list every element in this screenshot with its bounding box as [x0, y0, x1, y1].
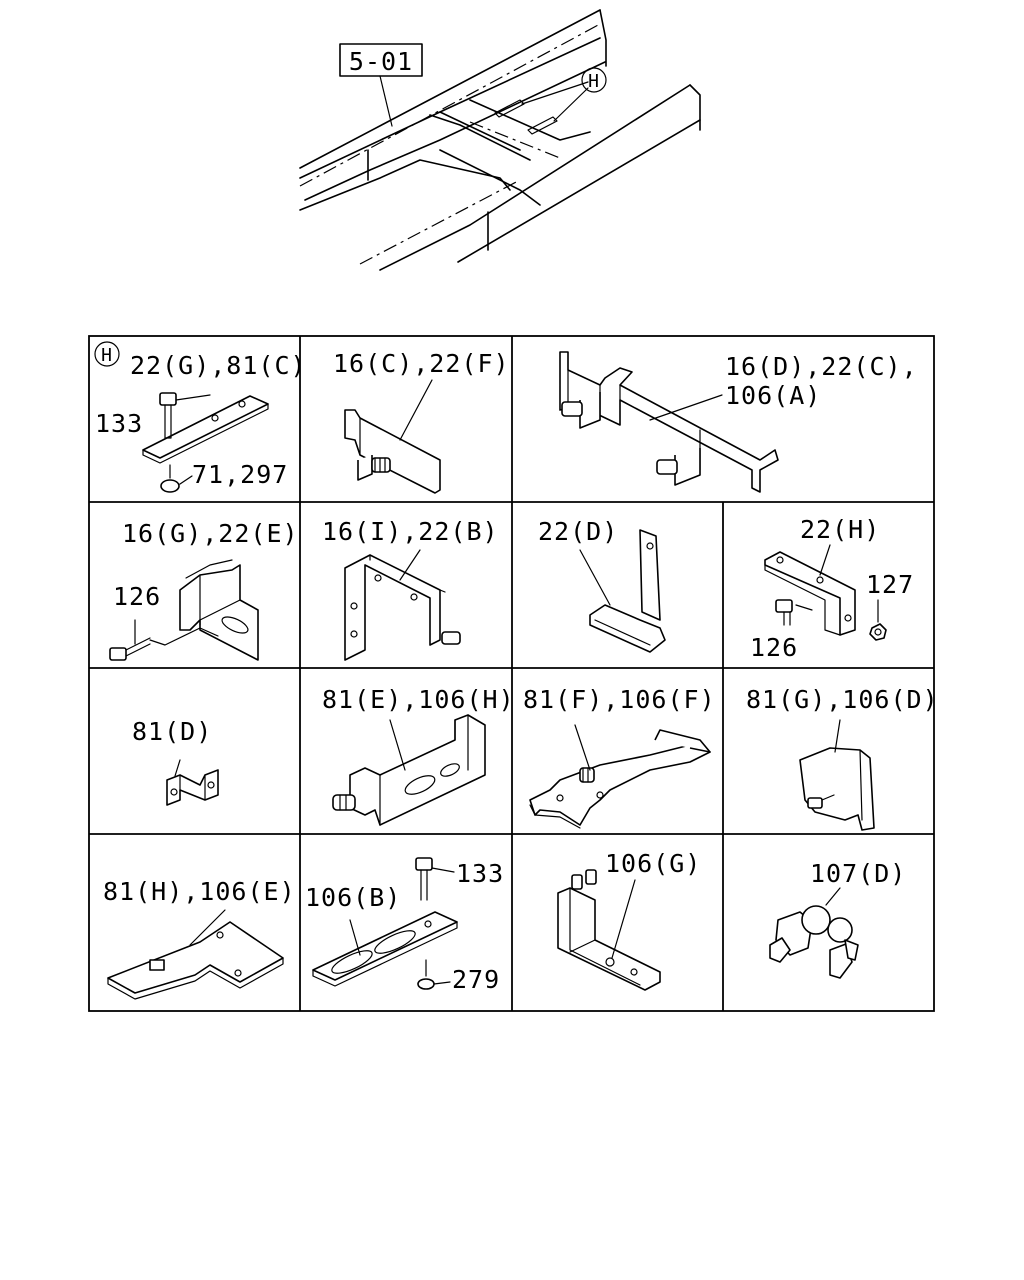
cell-81e-106h: 81(E),106(H)	[322, 685, 515, 826]
label-81h-106e: 81(H),106(E)	[103, 877, 296, 906]
label-22d: 22(D)	[538, 517, 618, 546]
label-133-b: 133	[456, 859, 504, 888]
cell-81g-106d: 81(G),106(D)	[746, 685, 939, 831]
cell-16d-22c-106a: 16(D),22(C), 106(A)	[559, 351, 918, 493]
overview-ref-label: 5-01	[349, 47, 413, 76]
label-279: 279	[452, 965, 500, 994]
cell-106g: 106(G)	[557, 849, 701, 991]
label-81d: 81(D)	[132, 717, 212, 746]
overview-marker-h: H	[588, 71, 600, 92]
label-16d-22c: 16(D),22(C),	[725, 352, 918, 381]
label-22h: 22(H)	[800, 515, 880, 544]
cell-22g-81c: H 22(G),81(C) 133 71,297	[94, 341, 307, 493]
cell-16i-22b: 16(I),22(B)	[322, 517, 499, 661]
label-81f-106f: 81(F),106(F)	[523, 685, 716, 714]
cell-16c-22f: 16(C),22(F)	[333, 349, 510, 494]
cell-22h: 22(H) 127 126	[750, 515, 914, 662]
label-126-a: 126	[113, 582, 161, 611]
label-22g-81c: 22(G),81(C)	[130, 351, 307, 380]
cell-106b: 106(B) 133 279	[305, 857, 504, 994]
label-16c-22f: 16(C),22(F)	[333, 349, 510, 378]
label-81e-106h: 81(E),106(H)	[322, 685, 515, 714]
label-81g-106d: 81(G),106(D)	[746, 685, 939, 714]
cell-22d: 22(D)	[538, 517, 666, 653]
label-133-a: 133	[95, 409, 143, 438]
label-106g: 106(G)	[605, 849, 701, 878]
label-106b: 106(B)	[305, 883, 401, 912]
parts-grid	[88, 335, 935, 1012]
cell-81f-106f: 81(F),106(F)	[523, 685, 716, 829]
cell-16g-22e: 16(G),22(E) 126	[109, 519, 299, 661]
label-16i-22b: 16(I),22(B)	[322, 517, 499, 546]
grid-marker-h: H	[101, 345, 113, 366]
label-106a: 106(A)	[725, 381, 821, 410]
cell-81d: 81(D)	[132, 717, 219, 806]
cell-81h-106e: 81(H),106(E)	[103, 877, 296, 1000]
label-126-b: 126	[750, 633, 798, 662]
label-71-297: 71,297	[192, 460, 288, 489]
label-107d: 107(D)	[810, 859, 906, 888]
label-16g-22e: 16(G),22(E)	[122, 519, 299, 548]
frame-overview: H 5-01	[299, 9, 701, 271]
label-127: 127	[866, 570, 914, 599]
cell-107d: 107(D)	[769, 859, 906, 979]
